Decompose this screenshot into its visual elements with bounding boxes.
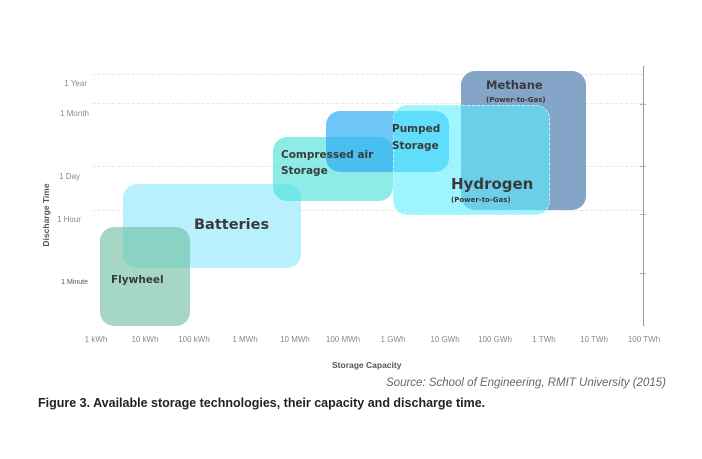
x-label: 1 TWh bbox=[532, 335, 556, 344]
source-note: Source: School of Engineering, RMIT Univ… bbox=[386, 377, 666, 389]
axis-tick bbox=[640, 214, 646, 215]
x-label: 100 TWh bbox=[627, 335, 661, 344]
x-label: 10 MWh bbox=[280, 335, 310, 344]
axis-tick bbox=[640, 104, 646, 105]
right-axis-line bbox=[643, 66, 644, 326]
x-label: 100 MWh bbox=[325, 335, 361, 344]
y-label-year: 1 Year bbox=[64, 79, 87, 88]
axis-tick bbox=[640, 273, 646, 274]
hydrogen-box bbox=[393, 105, 550, 215]
x-label: 10 TWh bbox=[580, 335, 608, 344]
compressed-label-1: Compressed air bbox=[281, 149, 374, 161]
y-label-month: 1 Month bbox=[60, 109, 89, 118]
y-label-minute: 1 Minute bbox=[61, 279, 88, 286]
x-label: 1 MWh bbox=[232, 335, 258, 344]
gridline-hour bbox=[92, 210, 643, 211]
x-axis-title: Storage Capacity bbox=[332, 360, 402, 370]
hydrogen-label: Hydrogen bbox=[451, 175, 534, 193]
pumped-label-1: Pumped bbox=[392, 123, 441, 135]
pumped-label-2: Storage bbox=[392, 140, 439, 152]
compressed-label-2: Storage bbox=[281, 165, 328, 177]
x-label: 100 GWh bbox=[478, 335, 512, 344]
x-label: 100 kWh bbox=[178, 335, 210, 344]
flywheel-label: Flywheel bbox=[111, 274, 164, 286]
x-label: 1 kWh bbox=[84, 335, 108, 344]
batteries-label: Batteries bbox=[194, 217, 270, 233]
x-label: 10 GWh bbox=[430, 335, 460, 344]
hydrogen-sublabel: (Power-to-Gas) bbox=[451, 196, 511, 204]
x-label: 1 GWh bbox=[380, 335, 406, 344]
x-label: 10 kWh bbox=[131, 335, 159, 344]
gridline-month bbox=[92, 103, 643, 104]
methane-sublabel: (Power-to-Gas) bbox=[486, 96, 546, 104]
gridline-year bbox=[92, 74, 643, 75]
y-label-day: 1 Day bbox=[59, 172, 80, 181]
figure-caption: Figure 3. Available storage technologies… bbox=[38, 396, 486, 410]
flywheel-box bbox=[100, 227, 190, 326]
y-label-hour: 1 Hour bbox=[56, 215, 81, 224]
axis-tick bbox=[640, 166, 646, 167]
methane-label: Methane bbox=[486, 78, 543, 92]
